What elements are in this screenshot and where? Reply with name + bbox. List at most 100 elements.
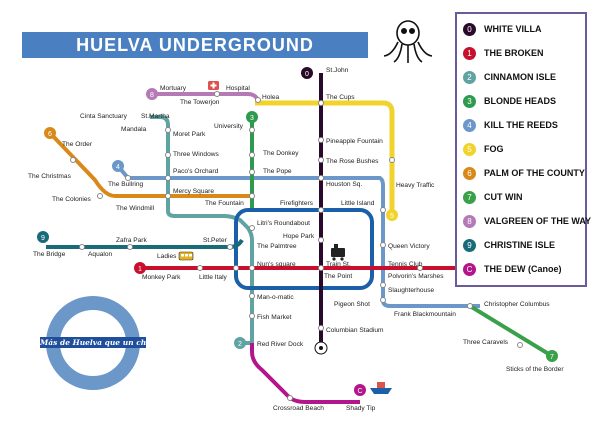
football-icon	[314, 341, 328, 355]
station-the-christmas: The Christmas	[28, 173, 72, 180]
station-the-cups: The Cups	[326, 94, 355, 101]
svg-text:0: 0	[305, 71, 309, 78]
badge-c	[354, 384, 366, 396]
legend-line-name: THE BROKEN	[484, 48, 544, 58]
station-firefighters: Firefighters	[280, 200, 314, 207]
line-6	[48, 131, 250, 198]
station-little-italy: Little Italy	[199, 274, 228, 281]
station-christopher-columbus: Christopher Columbus	[484, 301, 550, 308]
legend-badge: 4	[463, 118, 476, 132]
badge-5	[386, 209, 398, 221]
station-tennis-club: Tennis Club	[388, 261, 423, 268]
station-the-rose-bushes: The Rose Bushes	[326, 158, 379, 165]
legend-badge: 2	[463, 70, 476, 84]
legend-badge: 1	[463, 46, 476, 60]
station-pineapple-fountain: Pineapple Fountain	[326, 138, 383, 145]
station-holea: Holea	[262, 94, 280, 101]
station-the-point: The Point	[324, 273, 352, 280]
station-polvorins-marshes: Polvorin's Marshes	[388, 273, 444, 280]
train-icon	[331, 244, 345, 261]
station-litris-roundabout: Litri's Roundabout	[257, 220, 310, 227]
station-man-o-matic: Man-o-matic	[257, 294, 294, 301]
badge-7	[546, 350, 558, 362]
line-4	[116, 164, 480, 308]
station-zafra-park: Zafra Park	[116, 237, 147, 244]
legend-line-name: BLONDE HEADS	[484, 96, 557, 106]
map-title: HUELVA UNDERGROUND	[76, 35, 314, 55]
station-three-caravels: Three Caravels	[463, 339, 509, 346]
station-the-windmill: The Windmill	[116, 205, 155, 212]
station-the-pope: The Pope	[263, 168, 292, 175]
bus-icon	[178, 251, 194, 261]
legend-line-name: THE DEW (Canoe)	[484, 264, 562, 274]
boat-icon	[370, 382, 392, 394]
svg-text:9: 9	[41, 235, 45, 242]
station-shady-tip: Shady Tip	[346, 405, 376, 412]
station-three-windows: Three Windows	[173, 151, 220, 158]
legend-badge: C	[463, 262, 476, 276]
station-labels: St.John The Cups Mortuary Hospital The T…	[28, 67, 564, 412]
legend-line-name: WHITE VILLA	[484, 24, 542, 34]
station-university: University	[214, 123, 244, 130]
line-c	[250, 343, 360, 404]
station-the-palmtree: The Palmtree	[257, 243, 297, 250]
badge-1	[134, 262, 146, 274]
svg-text:6: 6	[48, 131, 52, 138]
legend-line-name: VALGREEN OF THE WAY	[484, 216, 592, 226]
station-mercy-square: Mercy Square	[173, 188, 214, 195]
station-crossroad-beach: Crossroad Beach	[273, 405, 324, 412]
station-hope-park: Hope Park	[283, 233, 315, 240]
station-slaughterhouse: Slaughterhouse	[388, 287, 435, 294]
station-moret-park: Moret Park	[173, 131, 206, 138]
badge-8	[146, 88, 158, 100]
slogan-banner: Más de Huelva que un choco	[40, 337, 161, 348]
line-2	[150, 115, 254, 345]
station-pigeon-shot: Pigeon Shot	[334, 301, 370, 308]
station-markers	[70, 91, 523, 401]
station-st-john: St.John	[326, 67, 349, 74]
legend-badge: 9	[463, 238, 476, 252]
station-frank-blackmountain: Frank Blackmountain	[394, 311, 456, 318]
legend-item: 7 CUT WIN	[463, 189, 523, 205]
station-nuns-square: Nun's square	[257, 261, 296, 268]
station-the-colonies: The Colonies	[52, 196, 92, 203]
svg-text:7: 7	[550, 354, 554, 361]
station-the-donkey: The Donkey	[263, 150, 299, 157]
legend-line-name: CINNAMON ISLE	[484, 72, 556, 82]
station-ladies: Ladies	[157, 253, 177, 260]
station-the-bridge: The Bridge	[33, 251, 66, 258]
line-5	[255, 100, 395, 212]
station-red-river-dock: Red River Dock	[257, 341, 304, 348]
legend-line-name: KILL THE REEDS	[484, 120, 558, 130]
hospital-icon	[208, 81, 219, 90]
legend-badge: 7	[463, 190, 476, 204]
station-pacos-orchard: Paco's Orchard	[173, 168, 219, 175]
station-train-st: Train St.	[326, 261, 351, 268]
station-columbian-stadium: Columbian Stadium	[326, 327, 384, 334]
station-fish-market: Fish Market	[257, 314, 292, 321]
legend-item: 1 THE BROKEN	[463, 45, 544, 61]
station-heavy-traffic: Heavy Traffic	[396, 182, 435, 189]
legend-line-name: CUT WIN	[484, 192, 523, 202]
badge-3	[246, 111, 258, 123]
legend-badge: 0	[463, 22, 476, 36]
station-the-order: The Order	[62, 141, 93, 148]
svg-text:C: C	[357, 388, 362, 395]
legend-line-name: PALM OF THE COUNTY	[484, 168, 585, 178]
station-mandala: Mandala	[121, 126, 147, 133]
svg-text:4: 4	[116, 164, 120, 171]
badge-0	[301, 67, 313, 79]
station-the-fountain: The Fountain	[205, 200, 244, 207]
svg-text:3: 3	[250, 115, 254, 122]
station-the-bullring: The Bullring	[108, 181, 144, 188]
station-monkey-park: Monkey Park	[142, 274, 181, 281]
svg-text:1: 1	[138, 266, 142, 273]
station-the-towerjon: The Towerjon	[180, 99, 220, 106]
station-st-martha: St.Martha	[141, 113, 170, 120]
line-badges: 083 645 912 7C	[37, 67, 558, 396]
